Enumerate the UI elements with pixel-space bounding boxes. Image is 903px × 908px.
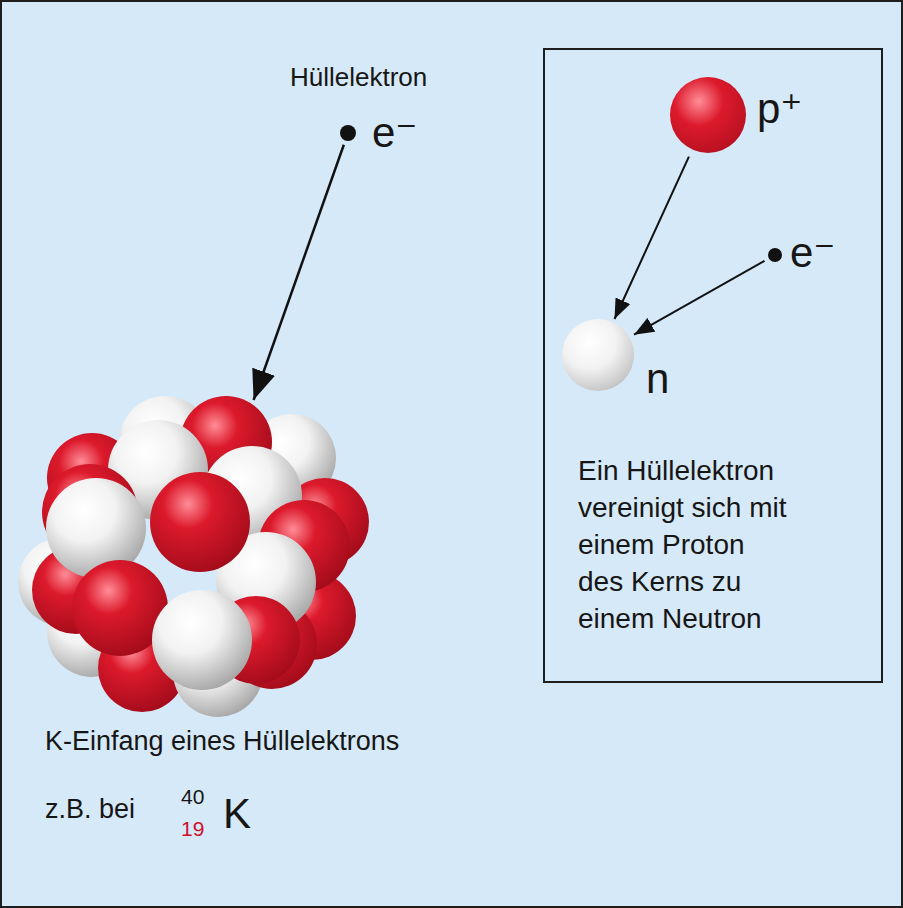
atomic-number: 19 bbox=[181, 818, 204, 839]
nucleus-illustration bbox=[30, 400, 340, 700]
mass-number: 40 bbox=[181, 786, 204, 807]
element-symbol: K bbox=[223, 793, 251, 835]
electron-dot: Hüllelektrone⁻ bbox=[340, 125, 356, 141]
proton-symbol: p⁺ bbox=[757, 88, 803, 130]
electron-dot: e⁻ bbox=[768, 248, 782, 262]
nucleus-caption: K-Einfang eines Hüllelektrons bbox=[45, 728, 399, 755]
arrow-connector bbox=[254, 145, 344, 400]
arrow-connector bbox=[615, 157, 689, 319]
neutron-symbol: n bbox=[646, 358, 669, 400]
inset-box: Ein Hüllelektron vereinigt sich mit eine… bbox=[543, 48, 883, 683]
example-text: z.B. bei bbox=[45, 796, 135, 823]
electron-symbol: e⁻ bbox=[372, 112, 418, 154]
arrow-connector bbox=[634, 261, 765, 335]
electron-symbol: e⁻ bbox=[790, 232, 836, 274]
neutron-sphere: n bbox=[562, 319, 634, 391]
electron-heading: Hüllelektron bbox=[290, 64, 427, 90]
explanation-text: Ein Hüllelektron vereinigt sich mit eine… bbox=[578, 452, 790, 637]
proton-sphere: p⁺ bbox=[670, 77, 746, 153]
nucleus: K-Einfang eines Hüllelektrons bbox=[30, 400, 340, 700]
